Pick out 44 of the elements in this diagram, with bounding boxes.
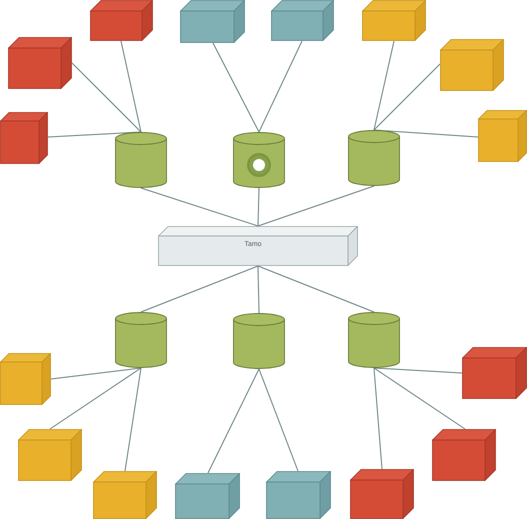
cube-block bbox=[180, 0, 245, 43]
cube-block bbox=[0, 353, 51, 405]
cube-block bbox=[271, 0, 334, 41]
connector-line bbox=[140, 188, 258, 226]
cube-block bbox=[18, 429, 82, 481]
connector-line bbox=[50, 368, 142, 430]
database-cylinder bbox=[115, 132, 167, 188]
connector-line bbox=[208, 368, 260, 474]
connector-line bbox=[374, 368, 462, 374]
connector-line bbox=[374, 368, 382, 470]
connector-line bbox=[48, 132, 142, 138]
cube-block bbox=[478, 110, 527, 162]
database-cylinder bbox=[115, 312, 167, 368]
cube-block bbox=[440, 39, 504, 91]
connector-line bbox=[72, 62, 142, 132]
cube-block bbox=[462, 347, 527, 399]
connector-line bbox=[374, 130, 478, 138]
connector-line bbox=[140, 266, 258, 312]
connector-line bbox=[374, 40, 394, 130]
cube-block bbox=[432, 429, 496, 481]
cube-block bbox=[350, 469, 414, 519]
connector-line bbox=[258, 188, 260, 226]
database-cylinder bbox=[348, 130, 400, 186]
connector-line bbox=[258, 266, 374, 312]
connector-line bbox=[258, 266, 260, 314]
connector-line bbox=[50, 368, 142, 380]
connector-line bbox=[258, 186, 374, 226]
database-cylinder bbox=[233, 313, 285, 369]
cube-block bbox=[175, 473, 240, 519]
connector-line bbox=[374, 64, 440, 130]
connector-line bbox=[120, 40, 142, 132]
cube-block bbox=[90, 0, 153, 41]
connector-line bbox=[258, 368, 298, 472]
cube-block bbox=[266, 471, 331, 519]
cube-block bbox=[8, 37, 72, 89]
cube-block bbox=[362, 0, 426, 41]
platform-block bbox=[158, 226, 358, 266]
cube-block bbox=[0, 112, 48, 164]
connector-line bbox=[212, 42, 260, 132]
connector-line bbox=[124, 368, 142, 472]
connector-line bbox=[374, 368, 466, 430]
database-cylinder bbox=[348, 312, 400, 368]
cube-block bbox=[93, 471, 157, 519]
connector-line bbox=[258, 40, 302, 132]
